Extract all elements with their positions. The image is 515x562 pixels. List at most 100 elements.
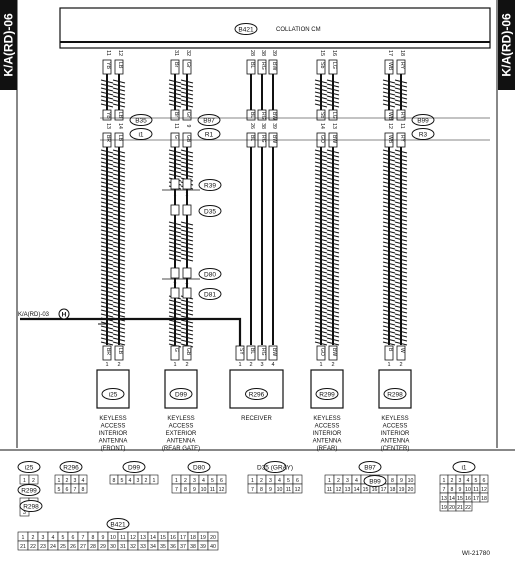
legend-r296-cell [78, 483, 88, 494]
legend-d99-pin: 5 [121, 478, 124, 484]
col1-twist-lower-a-hatch [168, 233, 182, 238]
col0-twist-lower-a-hatch [100, 209, 114, 214]
legend-i1-pin: 12 [481, 487, 487, 493]
col3-twist-upper-a-hatch [314, 99, 328, 104]
legend-i1-pin: 4 [467, 478, 470, 484]
col2-mid-wire-label-lower: RG [260, 135, 266, 143]
col1-twist-lower-a-hatch [168, 339, 182, 344]
legend-i1-pin: 6 [483, 478, 486, 484]
col1-caption-line: EXTERIOR [166, 431, 197, 437]
col1-twist-upper-b [180, 79, 194, 108]
figure-id: WI-21780 [462, 550, 491, 557]
col0-twist-lower-b-hatch [112, 329, 126, 334]
col4-twist-lower-b-hatch [394, 169, 408, 174]
col0-twist-lower-b-hatch [112, 209, 126, 214]
col3-twist-lower-a-hatch [314, 217, 328, 222]
col3-bot-pin: 1 [319, 362, 322, 368]
col4-twist-lower-a-hatch [382, 285, 396, 290]
col4-twist-lower-a-hatch [382, 309, 396, 314]
legend-d35-pin: 9 [269, 487, 272, 493]
col3-twist-lower-a-hatch [314, 273, 328, 278]
col1-twist-upper-b-hatch [180, 95, 194, 100]
legend-b421-pin: 12 [130, 535, 136, 541]
col1-twist-lower-a-hatch [168, 307, 182, 312]
col4-mid-wire-label: RY [399, 112, 405, 120]
col0-caption-line: KEYLESS [99, 416, 126, 422]
col3-twist-lower-b-hatch [326, 169, 340, 174]
col3-twist-lower-a-hatch [314, 285, 328, 290]
col3-twist-lower-a-hatch [314, 149, 328, 154]
col0-twist-lower-a-hatch [100, 149, 114, 154]
legend-b97-pin: 17 [381, 487, 387, 493]
inline-conn0-tag-2-shape [198, 205, 222, 217]
col4-twist-lower-a-hatch [382, 245, 396, 250]
col2-bot-wire-label: SY [238, 348, 244, 355]
legend-r296-pin: 1 [58, 478, 61, 484]
col4-twist-lower-a-hatch [382, 193, 396, 198]
col0-twist-lower-a-hatch [100, 185, 114, 190]
col0-mid-wire-box [102, 109, 112, 121]
col3-twist-lower-b-hatch [326, 221, 340, 226]
col1-twist-lower-a-hatch [168, 303, 182, 308]
col3-twist-lower-a-hatch [314, 161, 328, 166]
col2-bot-wire-label: BL [249, 348, 255, 354]
col1-twist-lower-b [180, 149, 194, 190]
col4-twist-lower-b-hatch [394, 269, 408, 274]
legend-d35-tag: D35 (GRAY) [257, 461, 293, 473]
col4-twist-lower-a-hatch [382, 209, 396, 214]
col4-twist-upper-a-hatch [382, 103, 396, 108]
col3-twist-lower-a-hatch [314, 325, 328, 330]
col3-twist-lower-a-hatch [314, 185, 328, 190]
col1-twist-upper-a-hatch [168, 91, 182, 96]
col3-twist-lower-a-hatch [314, 173, 328, 178]
col2-top-wire-label: BW [271, 62, 277, 70]
col2-component-tag-shape [245, 388, 268, 400]
col1-twist-upper-b-hatch [180, 79, 194, 84]
col1-mid-connector-label: B97 [203, 118, 215, 125]
col1-twist-lower-a-hatch [168, 229, 182, 234]
col1-twist-upper-b-hatch [180, 103, 194, 108]
col0-twist-lower-a-hatch [100, 309, 114, 314]
col2-bot-wire-label: RG [260, 348, 266, 356]
legend-b421-tag-label: B421 [110, 522, 126, 529]
col4-mid-pin: 12 [387, 123, 393, 129]
inline-conn1-box-lower [182, 287, 192, 299]
col0-twist-lower-a-hatch [100, 221, 114, 226]
col0-twist-lower-a-hatch [100, 273, 114, 278]
col0-twist-lower-b-hatch [112, 161, 126, 166]
col3-caption-line: ANTENNA [313, 439, 342, 445]
col3-twist-lower-b-hatch [326, 341, 340, 346]
legend-b421-pin: 29 [100, 544, 106, 550]
col0-twist-lower-a-hatch [100, 313, 114, 318]
legend-b97-pin: 14 [354, 487, 360, 493]
legend-i1-pin: 10 [465, 487, 471, 493]
legend-b421-pin: 4 [52, 535, 55, 541]
col3-caption-line: INTERIOR [313, 431, 342, 437]
col0-twist-lower-b-hatch [112, 217, 126, 222]
legend-b421-pin: 17 [180, 535, 186, 541]
col4-twist-upper-b-hatch [394, 83, 408, 88]
legend-b421-pin: 26 [70, 544, 76, 550]
col1-top-wire-label: Br [173, 62, 179, 67]
col3-twist-lower-a-hatch [314, 181, 328, 186]
col0-twist-lower-b-hatch [112, 305, 126, 310]
col3-bot-wire-box [316, 345, 326, 361]
col3-twist-lower-a-hatch [314, 205, 328, 210]
col3-twist-lower-a-hatch [314, 229, 328, 234]
legend-d80-pin: 5 [211, 478, 214, 484]
col1-twist-lower-b-hatch [180, 331, 194, 336]
col4-twist-lower-a [382, 149, 396, 346]
col3-twist-lower-a-hatch [314, 253, 328, 258]
legend-i1-pin: 22 [465, 505, 471, 511]
col0-twist-lower-b-hatch [112, 333, 126, 338]
inline-conn0-tag-label: R39 [204, 183, 216, 190]
col0-mid-connector-2: i1 [129, 128, 153, 140]
legend-i1-pin: 14 [449, 496, 455, 502]
legend-i1-pin: 3 [459, 478, 462, 484]
col3-twist-lower-a-hatch [314, 297, 328, 302]
col4-twist-lower-b-hatch [394, 257, 408, 262]
col4-bot-wire-label: W [399, 348, 405, 353]
